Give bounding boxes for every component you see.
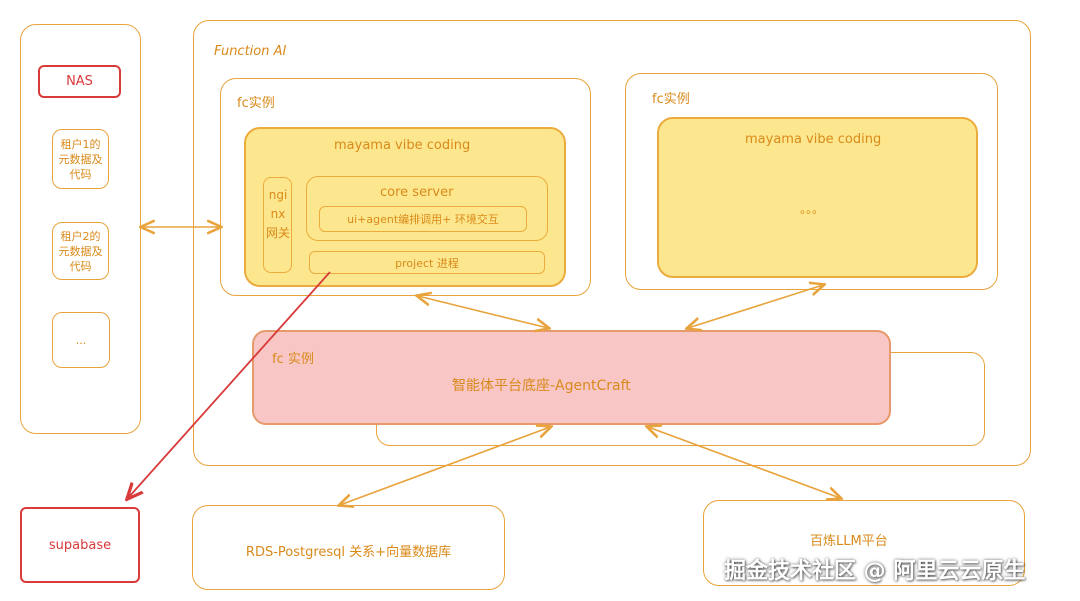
more-tenants-label: ... [75,333,87,347]
core-inner-box: ui+agent编排调用+ 环境交互 [319,206,527,232]
function-ai-title: Function AI [214,44,287,59]
bailian-box [703,500,1025,586]
supabase-box: supabase [20,507,140,583]
fc-instance-left-title: fc实例 [237,96,275,111]
agentcraft-box [252,330,891,425]
bailian-label: 百炼LLM平台 [810,534,888,549]
more-tenants-box: ... [52,312,110,368]
tenant1-label: 租户1的元数据及代码 [58,137,103,181]
agentcraft-label: 智能体平台底座-AgentCraft [452,378,631,394]
tenant1-box: 租户1的元数据及代码 [52,129,109,189]
tenant2-box: 租户2的元数据及代码 [52,222,109,280]
project-process-box: project 进程 [309,251,545,274]
vibe-coding-right [657,117,978,278]
fc-instance-left [220,78,591,296]
vibe-coding-left-title: mayama vibe coding [334,138,471,153]
rds-label: RDS-Postgresql 关系+向量数据库 [245,545,452,560]
nas-label: NAS [66,74,93,89]
tenant2-label: 租户2的元数据及代码 [58,229,103,273]
vibe-coding-right-title: mayama vibe coding [745,132,882,147]
nas-box: NAS [38,65,121,98]
core-server-title: core server [380,185,454,200]
watermark: 掘金技术社区 @ 阿里云云原生 [724,559,1026,584]
fc-instance-right-title: fc实例 [652,92,690,107]
function-ai-container [193,20,1031,466]
agentcraft-fc-title: fc 实例 [272,352,314,367]
rds-box: RDS-Postgresql 关系+向量数据库 [192,505,505,590]
nginx-gateway-box [263,177,292,273]
project-process-label: project 进程 [395,256,459,270]
vibe-coding-right-ellipsis: 。。。 [800,202,825,216]
supabase-label: supabase [48,537,112,553]
core-inner-label: ui+agent编排调用+ 环境交互 [347,213,499,226]
nginx-gateway-label: ngi nx 网关 [266,188,291,240]
